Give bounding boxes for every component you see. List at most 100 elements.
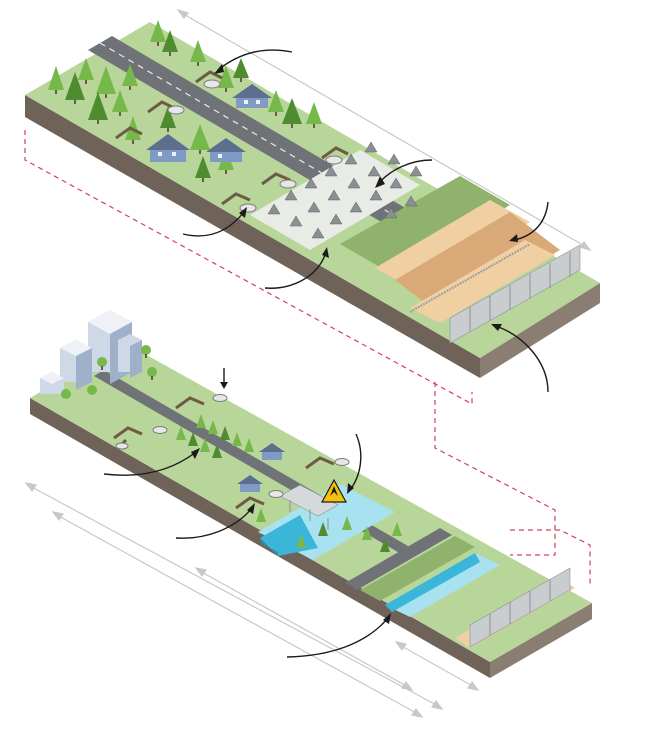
tree [176,426,186,440]
fence-panels [449,244,581,344]
tree [208,420,218,434]
dashed-connector-middle [434,382,556,556]
callout-arrow [286,613,391,658]
tree [96,66,116,98]
dimension-line-bottom-mid [51,511,424,718]
tree [282,98,302,128]
house-icon [259,443,285,460]
bottom-emplacements [113,394,350,510]
callout-arrow [509,201,549,242]
explosion-hazard-icon [320,478,348,503]
top-obstacles [267,141,423,239]
tree [78,58,94,84]
obstacle-pyramid [289,215,303,227]
bottom-dark-grass-strip [360,536,475,601]
obstacle-pyramid [384,207,398,219]
obstacle-pyramid [311,227,325,239]
bottom-cross-road [345,528,452,590]
callout-arrow [214,49,293,74]
top-emplacements [115,70,349,213]
tree [362,526,372,540]
bunker-emplacement [235,490,284,510]
bunker-emplacement [175,394,228,410]
tree [220,426,230,440]
dimension-line-bottom-right [394,641,480,691]
tree [200,438,210,452]
bunker-emplacement [195,70,223,89]
obstacle-pyramid [307,201,321,213]
top-forest [48,20,322,182]
bottom-city [40,310,142,394]
bottom-houses [237,443,285,492]
tree [112,90,128,116]
bottom-canal [385,553,500,617]
tree [141,345,151,358]
bunker-emplacement [305,456,350,470]
callout-arrow [182,207,247,237]
tree [233,58,249,82]
tree [122,64,138,90]
building-icon [60,340,92,390]
obstacle-pyramid [389,177,403,189]
top-dark-grass-strip [340,176,510,273]
bottom-block-right-side [490,603,592,678]
tree [147,367,157,380]
tree [268,90,284,116]
bottom-trees [61,345,402,552]
obstacle-pyramid [387,153,401,165]
house-icon [146,134,190,162]
obstacle-pyramid [364,141,378,153]
callout-arrow [264,247,329,289]
tree [160,106,176,132]
bunker-emplacement [115,126,143,140]
obstacle-pyramid [327,189,341,201]
obstacle-pyramid [409,165,423,177]
obstacle-pyramid [347,177,361,189]
tree [48,66,64,94]
tree [318,522,328,536]
tree [87,385,97,395]
obstacle-pyramid [367,165,381,177]
tree [256,508,266,522]
tree [195,156,211,182]
callout-arrow [375,159,433,188]
obstacle-pyramid [344,153,358,165]
top-fence-wall [409,243,581,344]
tree [342,516,352,530]
obstacle-pyramid [267,203,281,215]
obstacle-pyramid [349,201,363,213]
dimension-line-top [176,8,592,252]
tree [61,389,71,399]
tree [97,357,107,370]
callout-arrow [175,503,255,539]
top-houses [146,84,272,162]
tree [380,538,390,552]
tree [150,20,166,46]
fence-panels [469,567,571,648]
tree [232,432,242,446]
tree [392,522,402,536]
bunker-emplacement [113,426,168,440]
tree [244,438,254,452]
callout-arrows [103,49,549,658]
top-sand-strip [410,240,555,323]
obstacle-pyramid [369,189,383,201]
dimension-line-bottom-short [194,567,414,691]
dimension-line-bottom-long [24,482,444,710]
tree [296,534,306,548]
tree [212,444,222,458]
building-icon [40,372,64,394]
house-icon [206,138,246,162]
obstacle-pyramid [304,177,318,189]
tree [306,102,322,128]
tree [190,40,206,66]
tree [188,432,198,446]
tree [218,66,234,92]
callout-arrow [347,433,362,494]
dimension-lines [24,8,592,718]
bunker-emplacement [321,146,349,165]
house-icon [237,475,263,492]
callout-arrow [103,448,200,476]
bunker-emplacement [261,172,297,189]
tree [65,72,85,104]
